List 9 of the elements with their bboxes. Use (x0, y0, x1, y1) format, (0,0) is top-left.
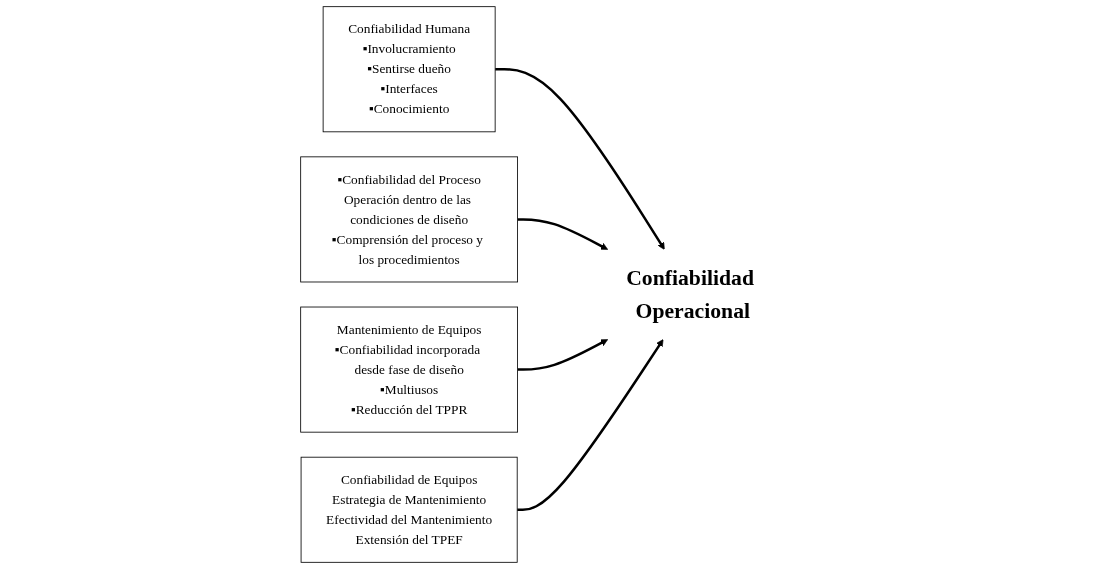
node-box: ▪Confiabilidad del Proceso Operación dentro de las condiciones de diseño ▪Comprensión del proceso y los procedimientos (299, 156, 518, 283)
arrow (517, 339, 608, 371)
arrow (516, 339, 663, 511)
arrow (494, 68, 665, 250)
node-box: Confiabilidad Humana ▪Involucramiento ▪Sentirse dueño ▪Interfaces ▪Conocimiento (322, 6, 496, 133)
node-text: Confiabilidad Operacional (625, 266, 754, 323)
node-box: Confiabilidad de Equipos Estrategia de Mantenimiento Efectividad del Mantenimiento Extensión del TPEF (300, 456, 518, 563)
node-box: Mantenimiento de Equipos ▪Confiabilidad incorporada desde fase de diseño ▪Multiusos ▪Reducción del TPPR (299, 306, 518, 433)
arrow (517, 218, 608, 250)
